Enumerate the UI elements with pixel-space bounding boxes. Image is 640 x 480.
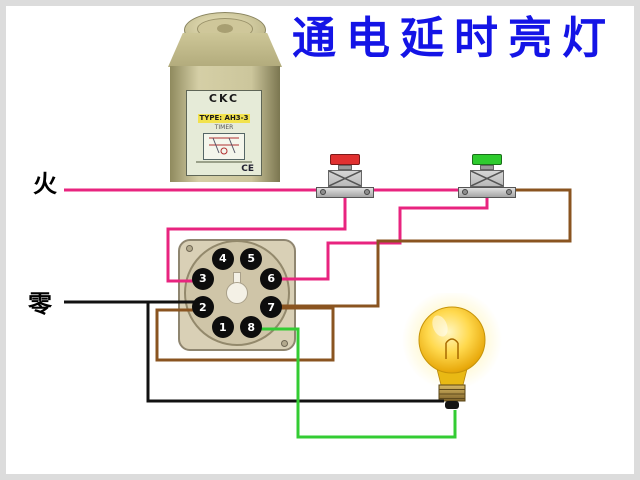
- x-brace-icon: [328, 170, 362, 187]
- bulb-filament: [445, 338, 459, 359]
- terminal-screw-icon: [506, 189, 512, 195]
- stop-to-pin3-wire: [166, 198, 347, 283]
- pin6-to-start-wire: [273, 198, 489, 281]
- x-brace-icon: [470, 170, 504, 187]
- bulb-base-ridges: [439, 389, 465, 399]
- page-title: 通电延时亮灯: [292, 13, 616, 64]
- timer-relay-photo: CKC TYPE: AH3-3 TIMER CE: [168, 6, 282, 182]
- neutral-to-bulb-wire: [146, 302, 444, 403]
- stop-pushbutton: [315, 154, 375, 198]
- pin8-to-bulb-wire: [252, 327, 457, 439]
- stop-button-base: [316, 187, 374, 198]
- light-bulb: [402, 293, 502, 409]
- timer-model: TYPE: AH3-3: [197, 114, 251, 123]
- timer-caption: TIMER: [214, 124, 234, 131]
- start-to-pin7-wire: [276, 188, 572, 308]
- start-pushbutton: [457, 154, 517, 198]
- timer-brand: CKC: [208, 92, 240, 105]
- socket-bottom-loop-wire: [155, 306, 335, 362]
- start-button-base: [458, 187, 516, 198]
- socket-key-hole: [226, 282, 248, 304]
- stop-button-frame: [328, 170, 362, 187]
- neutral-wire-label: 零: [28, 290, 52, 318]
- stop-button-stem: [338, 165, 352, 170]
- timer-shoulder: [168, 33, 282, 67]
- timer-knob-center: [217, 24, 233, 33]
- terminal-screw-icon: [462, 189, 468, 195]
- live-wire-label: 火: [33, 170, 57, 198]
- ce-mark: CE: [241, 164, 254, 174]
- timer-diagram-lines: [209, 137, 239, 155]
- socket-screw-icon: [281, 340, 288, 347]
- nameplate-fine-print: [196, 161, 252, 163]
- stop-button-cap: [330, 154, 360, 165]
- start-button-stem: [480, 165, 494, 170]
- timer-wiring-diagram-icon: [203, 133, 245, 160]
- bulb-contact-tip: [445, 401, 459, 409]
- timer-nameplate: CKC TYPE: AH3-3 TIMER CE: [186, 90, 262, 176]
- start-button-cap: [472, 154, 502, 165]
- start-button-frame: [470, 170, 504, 187]
- timer-body: CKC TYPE: AH3-3 TIMER CE: [170, 66, 280, 182]
- socket-screw-icon: [186, 245, 193, 252]
- terminal-screw-icon: [364, 189, 370, 195]
- bulb-highlight: [432, 315, 448, 337]
- terminal-screw-icon: [320, 189, 326, 195]
